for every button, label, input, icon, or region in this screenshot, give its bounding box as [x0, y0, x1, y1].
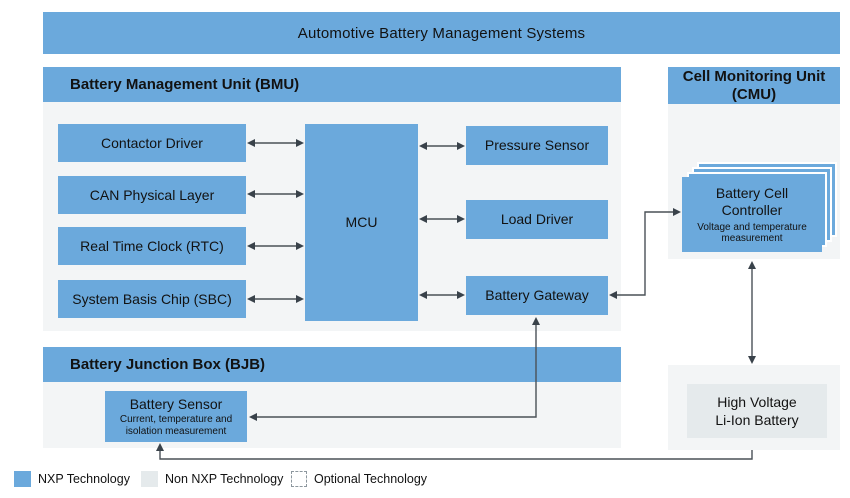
box-label: System Basis Chip (SBC) [72, 290, 232, 307]
box-load-driver: Load Driver [466, 200, 608, 239]
box-battery-gateway: Battery Gateway [466, 276, 608, 315]
box-real-time-clock: Real Time Clock (RTC) [58, 227, 246, 265]
bjb-title: Battery Junction Box (BJB) [70, 356, 266, 373]
diagram-title: Automotive Battery Management Systems [297, 24, 586, 42]
box-label: Battery Cell Controller [715, 184, 789, 218]
legend-item-optional: Optional Technology [291, 471, 427, 487]
box-can-physical-layer: CAN Physical Layer [58, 176, 246, 214]
box-label: Contactor Driver [101, 134, 203, 151]
box-label: MCU [345, 214, 378, 230]
legend-label: NXP Technology [38, 472, 130, 486]
non-nxp-swatch-icon [141, 471, 158, 487]
box-system-basis-chip: System Basis Chip (SBC) [58, 280, 246, 318]
box-battery-sensor: Battery Sensor Current, temperature and … [105, 391, 247, 442]
bjb-header: Battery Junction Box (BJB) [43, 347, 621, 382]
bmu-header: Battery Management Unit (BMU) [43, 67, 621, 102]
box-label: CAN Physical Layer [89, 186, 215, 203]
box-label: Battery Sensor [129, 396, 223, 412]
box-label-line2: Li-Ion Battery [715, 412, 799, 428]
box-label: Battery Gateway [485, 287, 589, 303]
box-sublabel: Voltage and temperature measurement [697, 221, 807, 245]
cmu-header: Cell Monitoring Unit (CMU) [668, 67, 840, 104]
box-mcu: MCU [305, 124, 418, 321]
nxp-swatch-icon [14, 471, 31, 487]
cmu-title: Cell Monitoring Unit (CMU) [682, 67, 826, 103]
bmu-title: Battery Management Unit (BMU) [70, 76, 300, 93]
legend-item-non-nxp: Non NXP Technology [141, 471, 283, 487]
diagram-title-banner: Automotive Battery Management Systems [43, 12, 840, 54]
legend-label: Optional Technology [314, 472, 428, 486]
box-battery-cell-controller: Battery Cell Controller Voltage and temp… [682, 177, 822, 252]
box-pressure-sensor: Pressure Sensor [466, 126, 608, 165]
box-label-line1: High Voltage [717, 394, 797, 410]
box-label: Load Driver [500, 211, 574, 227]
arrow-hv-battery-sensor [159, 450, 753, 460]
legend-item-nxp: NXP Technology [14, 471, 130, 487]
legend-label: Non NXP Technology [165, 472, 284, 486]
box-label: Pressure Sensor [484, 137, 590, 153]
box-label: Real Time Clock (RTC) [80, 237, 224, 254]
box-contactor-driver: Contactor Driver [58, 124, 246, 162]
box-sublabel: Current, temperature and isolation measu… [119, 414, 233, 437]
box-high-voltage-battery: High Voltage Li-Ion Battery [687, 384, 827, 438]
arrow-gateway-cell-controller [616, 211, 674, 296]
optional-swatch-icon [291, 471, 307, 487]
